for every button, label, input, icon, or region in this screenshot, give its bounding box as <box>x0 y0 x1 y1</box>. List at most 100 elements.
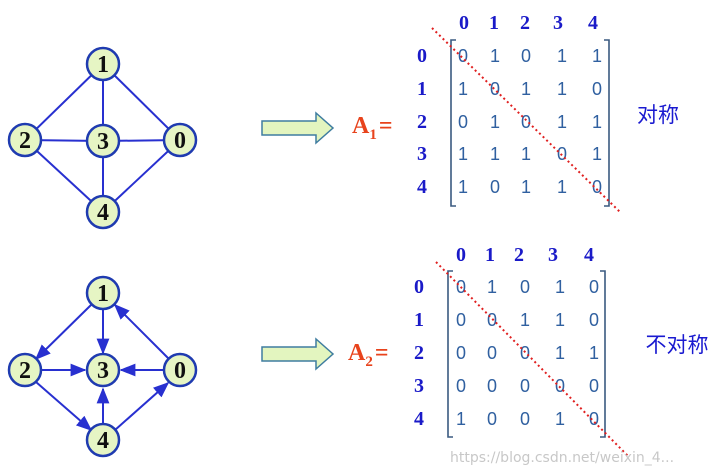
matrix-cell: 0 <box>487 376 497 396</box>
matrix-cell: 1 <box>557 112 567 132</box>
graph-node: 0 <box>162 122 198 158</box>
matrix-cell: 1 <box>555 310 565 330</box>
node-label: 0 <box>174 128 186 154</box>
row-header: 3 <box>414 375 424 397</box>
matrix-cell: 1 <box>557 46 567 66</box>
matrix-cell: 0 <box>487 343 497 363</box>
matrix-cell: 0 <box>520 409 530 429</box>
graph-node: 3 <box>85 352 121 388</box>
node-label: 2 <box>19 358 31 384</box>
col-header: 1 <box>489 12 499 34</box>
matrix-cell: 1 <box>557 79 567 99</box>
matrix-cell: 1 <box>592 144 602 164</box>
graph-directed: 1 2 3 0 4 <box>7 275 198 458</box>
graph-node: 4 <box>85 194 121 230</box>
matrix-cell: 0 <box>592 177 602 197</box>
matrix-label-main: A <box>352 113 370 139</box>
col-header: 3 <box>553 12 563 34</box>
matrix-cell: 0 <box>456 343 466 363</box>
matrix-cell: 1 <box>487 277 497 297</box>
edge-1-0 <box>102 63 181 141</box>
row-header: 1 <box>417 78 427 100</box>
matrix-label-eq: = <box>375 340 389 366</box>
graph-node: 4 <box>85 422 121 458</box>
matrix-cell: 0 <box>458 112 468 132</box>
graph-node: 2 <box>7 122 43 158</box>
matrix-cell: 1 <box>555 409 565 429</box>
matrix-cell: 0 <box>490 79 500 99</box>
col-header: 2 <box>514 244 524 266</box>
matrix-cell: 0 <box>521 112 531 132</box>
matrix-cell: 1 <box>458 79 468 99</box>
col-header: 4 <box>584 244 594 266</box>
matrix-cell: 0 <box>589 409 599 429</box>
matrix-cell: 1 <box>521 144 531 164</box>
matrix-cell: 1 <box>521 79 531 99</box>
edge-4-to-0 <box>114 381 170 431</box>
block-arrow-icon <box>261 337 335 371</box>
matrix-cell: 1 <box>521 177 531 197</box>
matrix-cell: 1 <box>557 177 567 197</box>
matrix-cell: 1 <box>490 144 500 164</box>
matrix-cell: 0 <box>487 409 497 429</box>
row-headers: 0 1 2 3 4 <box>417 45 427 198</box>
symmetry-note: 对称 <box>637 103 679 127</box>
block-arrow-icon <box>261 111 335 145</box>
row-header: 1 <box>414 309 424 331</box>
col-header: 1 <box>485 244 495 266</box>
matrix-label-sub: 1 <box>369 127 377 143</box>
node-label: 3 <box>97 129 109 155</box>
matrix-cell: 1 <box>520 310 530 330</box>
row-header: 4 <box>414 408 424 430</box>
matrix-left-bracket <box>450 39 456 207</box>
row-header: 2 <box>414 342 424 364</box>
column-headers: 0 1 2 3 4 <box>456 244 594 266</box>
row-header: 3 <box>417 143 427 165</box>
matrix-a1: A1= 0 1 2 3 4 0 1 2 3 4 0 1 0 1 1 1 0 1 1 0 0 1 0 1 1 1… <box>352 12 679 214</box>
edge-2-to-4 <box>35 381 93 432</box>
row-header: 4 <box>417 176 427 198</box>
row-header: 0 <box>417 45 427 67</box>
node-label: 4 <box>97 200 109 226</box>
edge-0-4 <box>102 139 181 213</box>
matrix-cell: 0 <box>490 177 500 197</box>
node-label: 0 <box>174 358 186 384</box>
matrix-cell: 1 <box>490 112 500 132</box>
graph-undirected: 1 2 3 0 4 <box>7 46 198 230</box>
graph-node: 0 <box>162 352 198 388</box>
matrix-cell: 1 <box>458 177 468 197</box>
diagonal-line <box>435 261 629 457</box>
matrix-cell: 0 <box>589 277 599 297</box>
row-header: 0 <box>414 276 424 298</box>
node-label: 3 <box>97 358 109 384</box>
edge-0-to-1 <box>113 303 169 359</box>
symmetry-note: 不对称 <box>646 333 709 357</box>
matrix-cell: 1 <box>589 343 599 363</box>
matrix-cell: 0 <box>592 79 602 99</box>
graph-node: 1 <box>85 46 121 82</box>
node-label: 2 <box>19 128 31 154</box>
matrix-label-sub: 2 <box>365 354 373 370</box>
col-header: 2 <box>520 12 530 34</box>
matrix-label: A2= <box>348 340 389 370</box>
node-label: 1 <box>97 52 109 78</box>
matrix-cell: 0 <box>456 310 466 330</box>
matrix-cell: 1 <box>592 46 602 66</box>
matrix-cell: 0 <box>589 310 599 330</box>
diagonal-line <box>431 27 622 214</box>
edge-1-to-2 <box>34 304 92 361</box>
matrix-cell: 1 <box>555 277 565 297</box>
edge-2-4 <box>24 139 104 213</box>
graph-node: 3 <box>85 123 121 159</box>
node-label: 1 <box>97 281 109 307</box>
matrix-right-bracket <box>604 39 610 207</box>
matrix-cell: 0 <box>520 277 530 297</box>
matrix-cell: 0 <box>456 376 466 396</box>
node-label: 4 <box>97 428 109 454</box>
matrix-cell: 0 <box>589 376 599 396</box>
matrix-a2: A2= 0 1 2 3 4 0 1 2 3 4 0 1 0 1 0 0 0 1 1 0 0 0 0 1 1 0… <box>348 244 709 457</box>
matrix-label: A1= <box>352 113 393 143</box>
